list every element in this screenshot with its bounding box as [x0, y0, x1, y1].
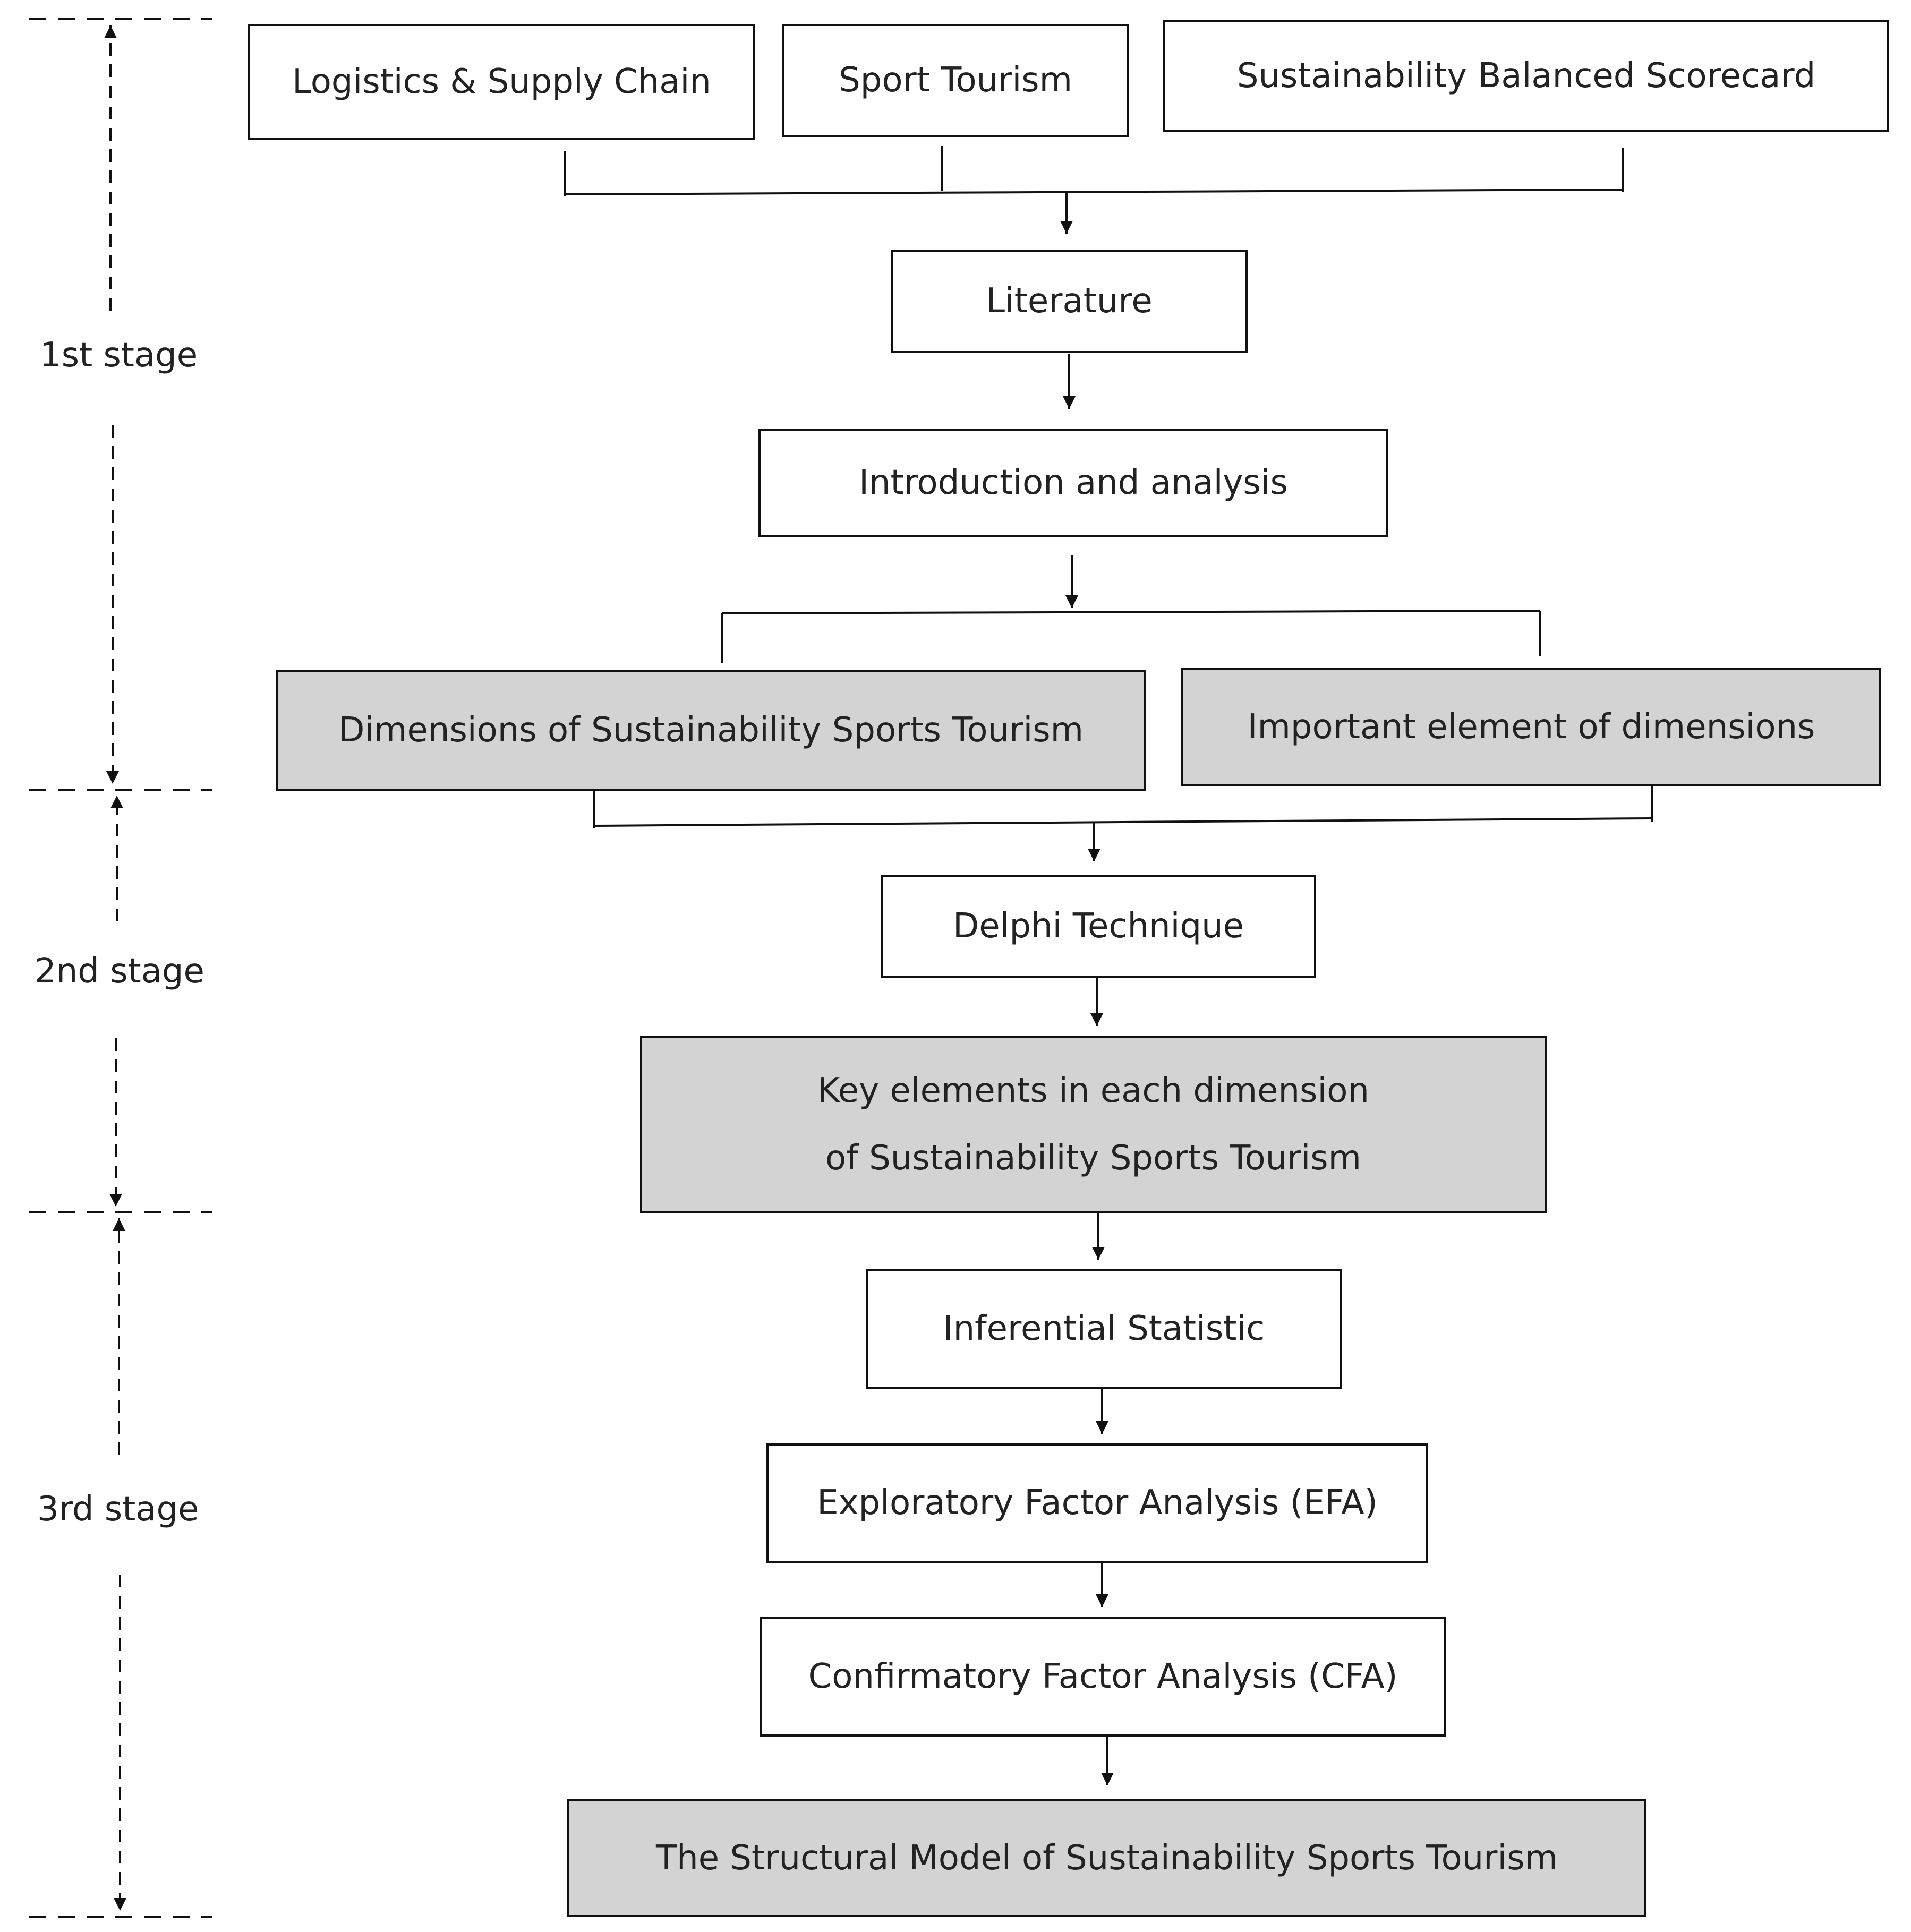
structural-model-box: The Structural Model of Sustainability S… [567, 1799, 1646, 1917]
box-label: Dimensions of Sustainability Sports Tour… [338, 711, 1084, 750]
box-label: Introduction and analysis [859, 463, 1288, 503]
box-label: Sport Tourism [839, 61, 1072, 100]
box-label: Literature [986, 281, 1153, 321]
stage-1-label: 1st stage [40, 336, 198, 375]
dimensions-box: Dimensions of Sustainability Sports Tour… [276, 670, 1146, 791]
box-label: Inferential Statistic [943, 1309, 1265, 1349]
connector [593, 817, 1652, 827]
connector [565, 189, 1624, 195]
box-label: Important element of dimensions [1247, 707, 1815, 747]
box-label: Exploratory Factor Analysis (EFA) [817, 1483, 1378, 1523]
delphi-technique-box: Delphi Technique [881, 875, 1316, 978]
stage-3-label: 3rd stage [37, 1490, 199, 1529]
cfa-box: Confirmatory Factor Analysis (CFA) [760, 1617, 1446, 1737]
stage-2-label: 2nd stage [35, 952, 204, 991]
box-label: Delphi Technique [953, 907, 1244, 946]
introduction-analysis-box: Introduction and analysis [758, 429, 1388, 537]
connector [722, 610, 1541, 614]
inferential-statistic-box: Inferential Statistic [866, 1269, 1342, 1389]
flow-connectors [564, 146, 1653, 1785]
efa-box: Exploratory Factor Analysis (EFA) [766, 1443, 1428, 1563]
box-label-line-1: Key elements in each dimension [817, 1071, 1369, 1111]
box-label: Confirmatory Factor Analysis (CFA) [808, 1657, 1398, 1697]
sustainability-balanced-scorecard-box: Sustainability Balanced Scorecard [1163, 20, 1889, 132]
important-element-box: Important element of dimensions [1181, 668, 1881, 786]
stage-boundaries [29, 18, 212, 1918]
box-label: The Structural Model of Sustainability S… [656, 1838, 1558, 1878]
literature-box: Literature [891, 250, 1248, 353]
box-label: Sustainability Balanced Scorecard [1236, 56, 1816, 96]
sport-tourism-box: Sport Tourism [782, 24, 1129, 137]
box-label: Logistics & Supply Chain [292, 62, 711, 101]
key-elements-box: Key elements in each dimension of Sustai… [640, 1036, 1547, 1213]
box-label-line-2: of Sustainability Sports Tourism [825, 1138, 1361, 1178]
logistics-supply-chain-box: Logistics & Supply Chain [248, 24, 755, 140]
stage-span-arrows [104, 25, 126, 1911]
